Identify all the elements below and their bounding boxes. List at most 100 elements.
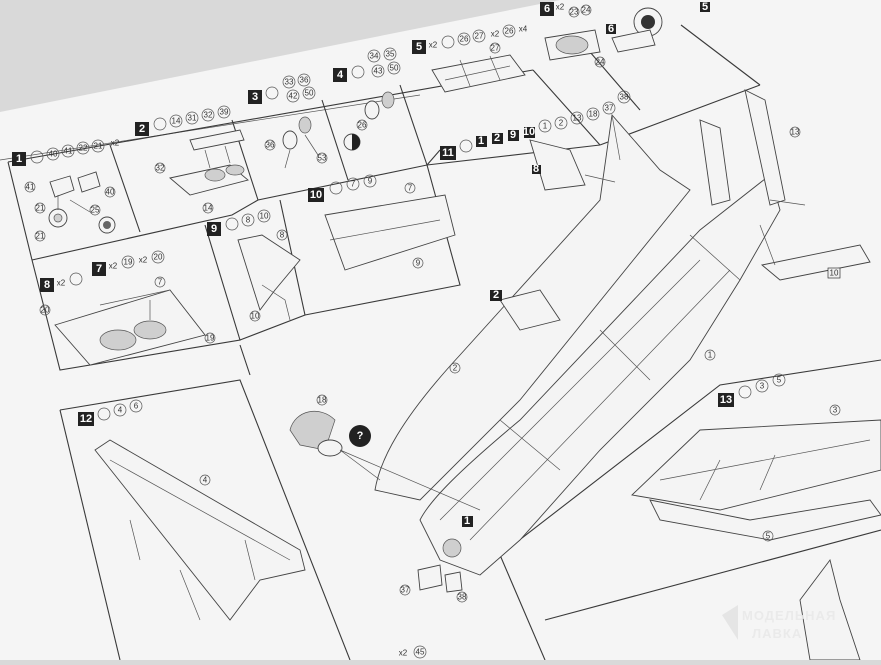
tail-fin-part-13 (744, 89, 786, 206)
part-number: 32 (204, 111, 213, 120)
part-number: 5 (777, 376, 782, 385)
part-number: 31 (188, 114, 197, 123)
callout: 7 (408, 184, 413, 193)
part-number: 36 (300, 76, 309, 85)
watermark-line-1: МОДЕЛЬНАЯ (742, 608, 836, 623)
part-number: 6 (134, 402, 139, 411)
step-8-engine-pod (54, 289, 206, 366)
part-number: 50 (390, 64, 399, 73)
callout: 24 (596, 58, 605, 67)
step-2-bracket (189, 129, 245, 151)
multiplier: x2 (556, 3, 565, 12)
part-number: 4 (118, 406, 123, 415)
part-number: 38 (620, 93, 629, 102)
part-number: 43 (374, 67, 383, 76)
part-number: 18 (589, 110, 598, 119)
multiplier: x4 (519, 25, 528, 34)
multiplier: x2 (111, 139, 120, 148)
step-10-number: 10 (310, 189, 322, 201)
part-number: 26 (505, 27, 514, 36)
part-number: 20 (154, 253, 163, 262)
step-13-wing (631, 419, 881, 511)
step-1-number: 1 (16, 153, 22, 165)
multiplier: x2 (109, 262, 118, 271)
part-number: 10 (523, 126, 535, 138)
glue-icon (738, 385, 752, 399)
callout: 32 (156, 164, 165, 173)
part-number: 2 (494, 132, 500, 144)
part-number: 10 (260, 212, 269, 221)
part-number: 26 (460, 35, 469, 44)
fuselage-right-half (419, 174, 781, 576)
callout: 23 (570, 8, 579, 17)
callout: 2 (453, 364, 458, 373)
callout: 37 (401, 586, 410, 595)
callout: 27 (491, 44, 500, 53)
step-6-sub-b: 5 (702, 1, 708, 13)
gear-part-37 (417, 564, 443, 591)
part-2-block (499, 289, 561, 331)
callout: 24 (582, 6, 591, 15)
callout: 14 (204, 204, 213, 213)
step-14: x2 45 (399, 645, 427, 659)
paper-fold (0, 94, 421, 161)
callout: 8 (280, 231, 285, 240)
callout: 3 (833, 406, 838, 415)
glue-icon (459, 139, 473, 153)
part-number: 7 (351, 180, 356, 189)
step-10: 10 7 9 7 9 (308, 174, 456, 271)
wingtip-part (799, 558, 861, 661)
callout: 10 (251, 312, 260, 321)
step-1-parts (49, 171, 101, 198)
multiplier: x2 (57, 279, 66, 288)
multiplier: x2 (491, 30, 500, 39)
step-12-number: 12 (80, 413, 92, 425)
glue-icon (329, 181, 343, 195)
step-2-number: 2 (139, 123, 145, 135)
part-number: 42 (289, 92, 298, 101)
callout: 18 (318, 396, 327, 405)
part-number: 2 (559, 119, 564, 128)
glue-icon (225, 217, 239, 231)
callout: 19 (206, 334, 215, 343)
callout: 36 (266, 141, 275, 150)
step-13: 13 3 5 3 5 (631, 373, 881, 661)
part-number: 13 (573, 114, 582, 123)
part-number: 37 (605, 104, 614, 113)
step-4: 4 34 35 43 50 26 (333, 47, 401, 151)
callout: 25 (91, 206, 100, 215)
step-9: 9 8 10 8 10 (207, 209, 301, 322)
callout: 20 (41, 306, 50, 315)
step-6-sub-a: 6 (608, 23, 614, 35)
step-4-number: 4 (337, 69, 344, 81)
step-9-tail-fin (237, 234, 301, 311)
step-6: 6 x2 23 24 24 6 5 (540, 1, 710, 68)
glue-icon (441, 35, 455, 49)
stabilizer-part-10 (760, 244, 871, 281)
callout: 38 (458, 593, 467, 602)
step-8-number: 8 (44, 279, 50, 291)
step-12: 12 4 6 4 (78, 399, 306, 621)
glue-icon (265, 86, 279, 100)
glue-icon (351, 65, 365, 79)
step-2: 2 14 31 32 39 32 14 (135, 105, 249, 214)
callout: 9 (416, 259, 421, 268)
callout: 26 (358, 121, 367, 130)
part-number: 50 (305, 89, 314, 98)
glue-icon (30, 150, 44, 164)
step-6-number: 6 (544, 3, 550, 15)
callout: 1 (708, 351, 713, 360)
callout: 21 (36, 232, 45, 241)
panel-grid (7, 24, 881, 661)
part-number: 40 (49, 150, 58, 159)
part-number: 41 (64, 147, 73, 156)
step-9-number: 9 (211, 223, 217, 235)
callout: 5 (766, 532, 771, 541)
part-number: 21 (94, 142, 103, 151)
step-1-badge (12, 152, 26, 166)
part-number: 9 (510, 129, 516, 141)
callout: 40 (106, 188, 115, 197)
callout: 1 (464, 515, 470, 527)
